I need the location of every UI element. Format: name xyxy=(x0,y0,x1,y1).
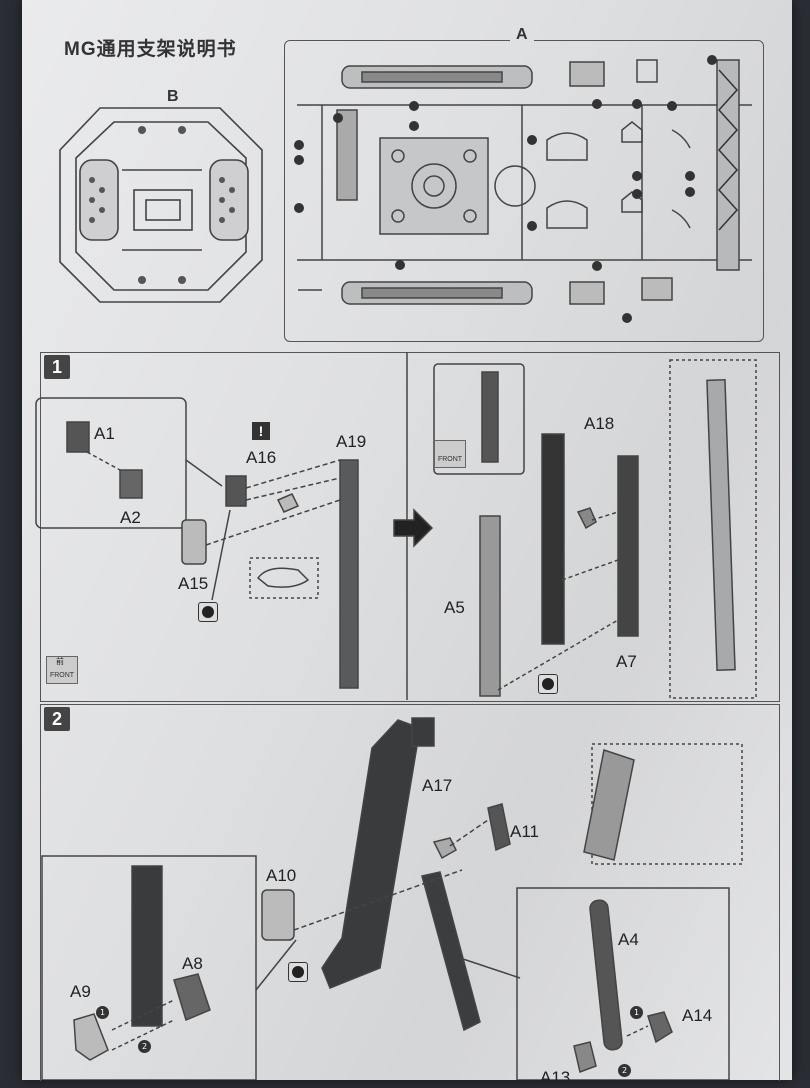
warning-icon: ! xyxy=(252,422,270,440)
page-title: MG通用支架说明书 xyxy=(64,39,237,60)
order-1-icon-right: 1 xyxy=(630,1006,643,1019)
front-icon: FRONT xyxy=(46,656,78,684)
label-a4: A4 xyxy=(618,930,639,949)
label-a10: A10 xyxy=(266,866,297,885)
order-2-icon-right: 2 xyxy=(618,1064,631,1077)
step2-drawing xyxy=(41,717,743,1080)
label-a1: A1 xyxy=(94,424,115,443)
runner-a-drawing xyxy=(297,59,752,305)
front-icon-inset: FRONT xyxy=(434,440,466,468)
label-a13: A13 xyxy=(540,1068,571,1087)
label-a2: A2 xyxy=(120,508,141,527)
runner-a-label: A xyxy=(510,26,534,44)
front-cn-label: 前 xyxy=(56,657,64,666)
label-a8: A8 xyxy=(182,954,203,973)
front-label: FRONT xyxy=(49,672,75,679)
step2-frame xyxy=(40,704,780,1081)
step1-drawing xyxy=(35,352,757,700)
label-a17: A17 xyxy=(422,776,453,795)
label-a11: A11 xyxy=(510,822,539,841)
glue-icon-3 xyxy=(288,962,308,982)
label-a7: A7 xyxy=(616,652,637,671)
step2-badge: 2 xyxy=(44,707,70,731)
label-a16: A16 xyxy=(246,448,277,467)
instruction-sheet: MG通用支架说明书 A B 1 2 xyxy=(22,0,792,1087)
technical-drawings xyxy=(35,55,757,1080)
step1-frame xyxy=(40,352,780,702)
runner-b-label: B xyxy=(167,88,179,105)
order-2-icon: 2 xyxy=(138,1040,151,1053)
order-1-icon: 1 xyxy=(96,1006,109,1019)
label-a5: A5 xyxy=(444,598,465,617)
step1-badge: 1 xyxy=(44,355,70,379)
glue-icon xyxy=(198,602,218,622)
glue-icon-2 xyxy=(538,674,558,694)
label-a18: A18 xyxy=(584,414,615,433)
label-a9: A9 xyxy=(70,982,91,1001)
label-a14: A14 xyxy=(682,1006,713,1025)
label-a15: A15 xyxy=(178,574,209,593)
front-label-inset: FRONT xyxy=(437,456,463,463)
runner-b-drawing xyxy=(59,107,263,303)
label-a19: A19 xyxy=(336,432,367,451)
